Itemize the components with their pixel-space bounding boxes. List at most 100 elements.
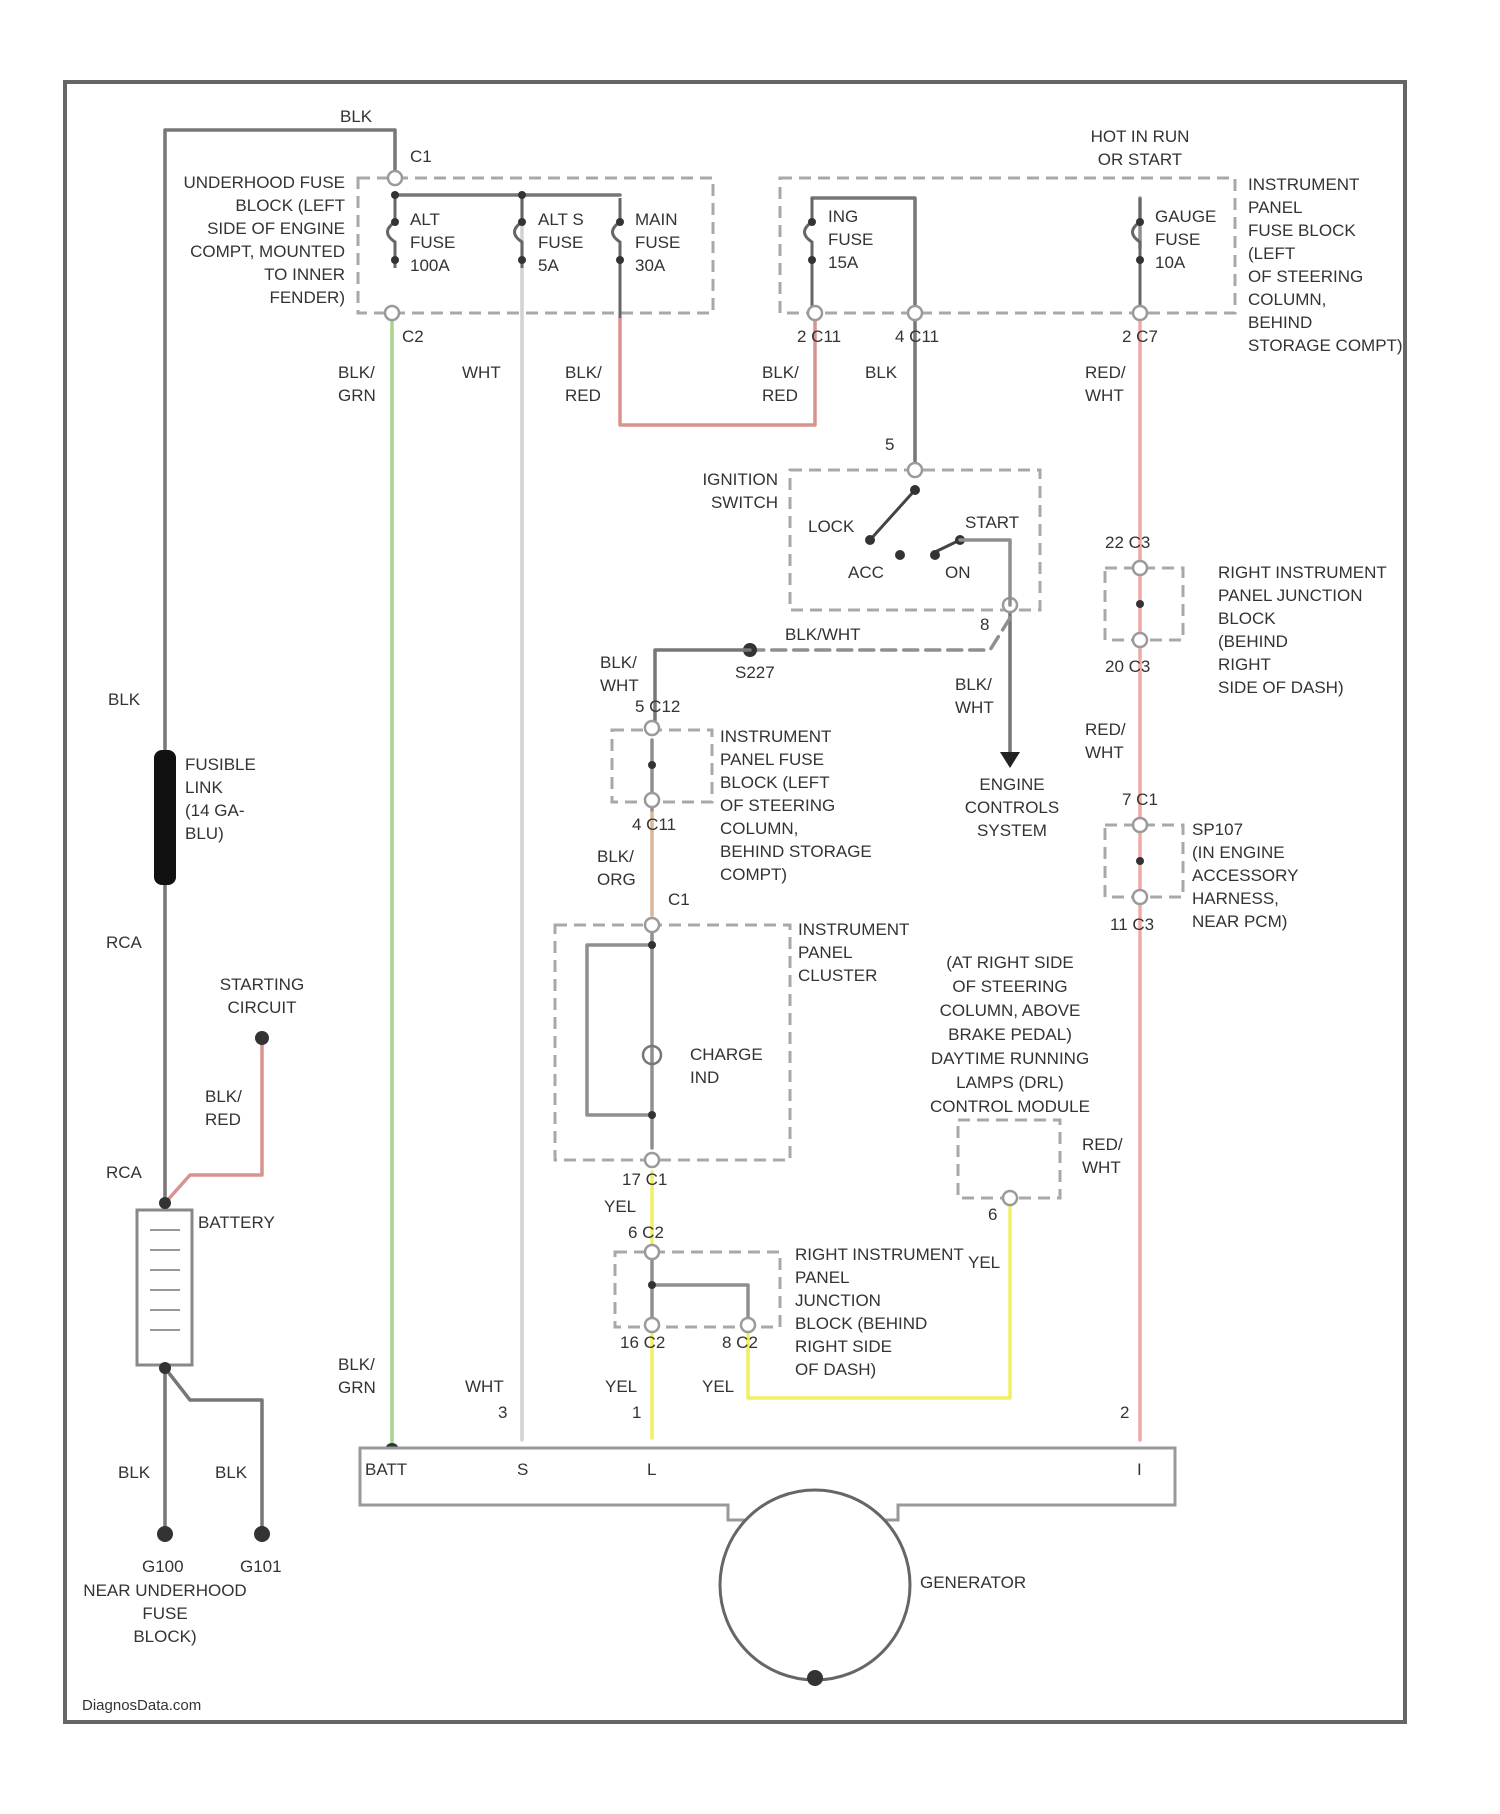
fuse-node [808,256,816,264]
connector-node [908,306,922,320]
fuse-node [518,218,526,226]
connector-node [385,306,399,320]
ip-fuse-block-mid-box [612,730,712,802]
ground-g101-dot [254,1526,270,1542]
label-blk-org: BLK/ORG [597,847,636,889]
label-term-i: I [1137,1460,1142,1479]
label-term-l: L [647,1460,656,1479]
fuse-node [391,218,399,226]
fuse-node [391,256,399,264]
generator-ground-dot [807,1670,823,1686]
label-conn-c2: C2 [402,327,424,346]
label-blk-wht-a: BLK/WHT [600,653,639,695]
label-pin-6: 6 [988,1205,997,1224]
label-blk: BLK [865,363,898,382]
fuse-node [1136,256,1144,264]
battery-negative-dot [159,1362,171,1374]
label-red-wht-c: RED/WHT [1082,1135,1123,1177]
label-conn-c11b: 4 C11 [895,327,939,346]
connector-node [645,793,659,807]
label-blk-d: BLK [215,1463,248,1482]
label-conn-c3c: 11 C3 [1110,915,1154,934]
label-conn-c2b: 6 C2 [628,1223,664,1242]
label-blk-grn-b: BLK/GRN [338,1355,376,1397]
connector-node [645,1245,659,1259]
connector-node [908,463,922,477]
connector-node [1133,306,1147,320]
label-rca-b: RCA [106,1163,143,1182]
label-pin-2: 2 [1120,1403,1129,1422]
splice-dot [1136,600,1144,608]
label-pin-1: 1 [632,1403,641,1422]
label-batt: BATT [365,1460,407,1479]
label-rca-a: RCA [106,933,143,952]
label-conn-c3b: 20 C3 [1105,657,1150,676]
label-conn-c2c: 16 C2 [620,1333,665,1352]
connector-node [1133,890,1147,904]
label-right-ip-jb-top: RIGHT INSTRUMENTPANEL JUNCTIONBLOCK(BEHI… [1218,563,1387,697]
label-blk-wht-b: BLK/WHT [955,675,994,717]
battery-positive-dot [159,1197,171,1209]
label-pin-3: 3 [498,1403,507,1422]
splice-dot [648,761,656,769]
label-wht-b: WHT [465,1377,504,1396]
connector-node [645,1153,659,1167]
drl-module-box [958,1120,1060,1198]
watermark: DiagnosData.com [82,1697,201,1714]
switch-contact [865,535,875,545]
label-conn-c1: C1 [410,147,432,166]
ignition-switch-contacts [870,490,960,552]
label-battery: BATTERY [198,1213,275,1232]
label-conn-c1b: C1 [668,890,690,909]
label-pin-5: 5 [885,435,894,454]
fuse-node [808,218,816,226]
connector-node [645,721,659,735]
label-blk-grn: BLK/GRN [338,363,376,405]
label-g100: G100 [142,1557,184,1576]
wire-cluster-loop [587,945,652,1115]
label-yel-d: YEL [702,1377,734,1396]
label-red-wht-a: RED/WHT [1085,363,1126,405]
wire-blk-ground-g101 [165,1368,262,1530]
connector-node [1133,633,1147,647]
label-pin-8: 8 [980,615,989,634]
fusible-link-element [154,750,176,885]
label-conn-c3a: 22 C3 [1105,533,1150,552]
label-blk-wht-dash: BLK/WHT [785,625,861,644]
engine-controls-arrow [1000,752,1020,768]
label-blk-left: BLK [108,690,141,709]
label-blk-red-c: BLK/RED [205,1087,242,1129]
connector-node [1133,818,1147,832]
switch-contact [910,485,920,495]
label-sp107: SP107(IN ENGINEACCESSORYHARNESS,NEAR PCM… [1192,820,1298,931]
label-generator: GENERATOR [920,1573,1026,1592]
connector-node [645,1318,659,1332]
label-yel-c: YEL [605,1377,637,1396]
label-acc: ACC [848,563,884,582]
fuse-node [1136,218,1144,226]
label-conn-c1c: 7 C1 [1122,790,1158,809]
label-conn-c11a: 2 C11 [797,327,841,346]
starting-circuit-terminal [255,1031,269,1045]
fuse-node [616,218,624,226]
fuse-node [518,256,526,264]
connector-node [808,306,822,320]
connector-node [741,1318,755,1332]
fuse-node [616,256,624,264]
right-ip-jb-bottom-box [615,1252,780,1327]
ground-g100-dot [157,1526,173,1542]
label-conn-c11c: 4 C11 [632,815,676,834]
